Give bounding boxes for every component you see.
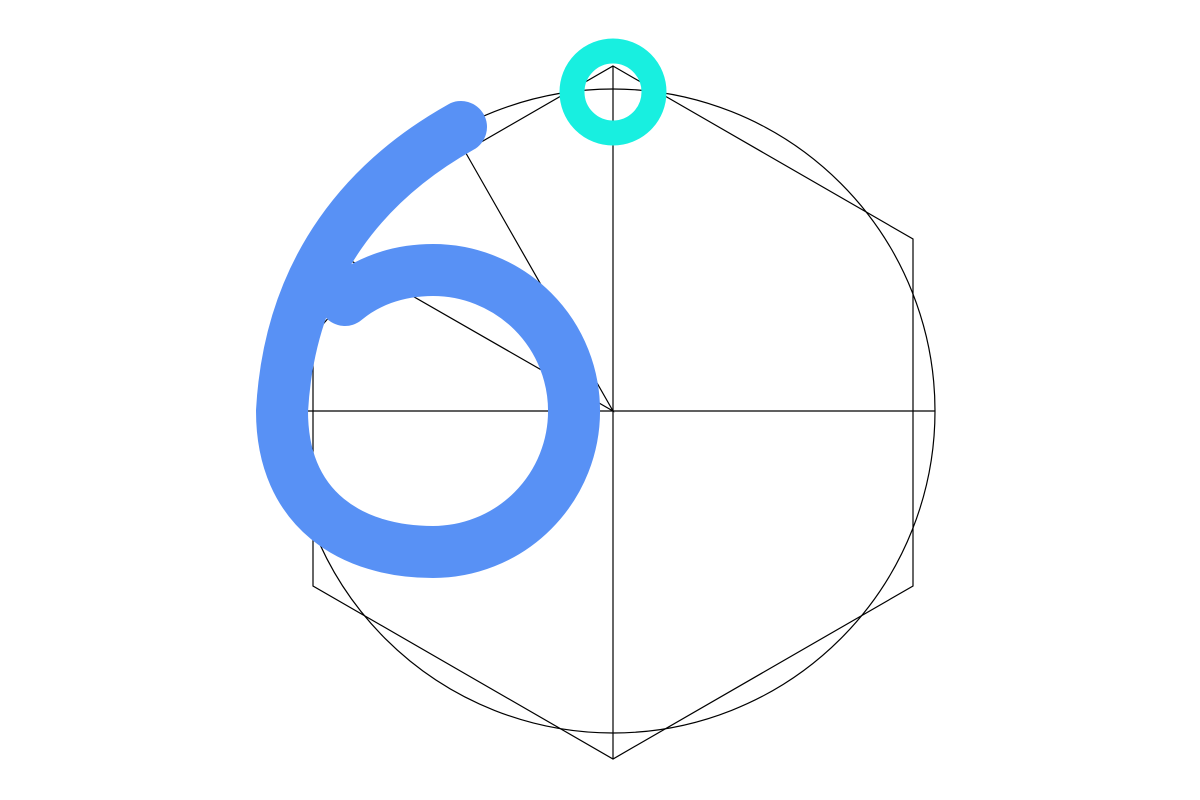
digit-6-stroke [256, 101, 600, 578]
start-marker-ring [559, 38, 667, 146]
